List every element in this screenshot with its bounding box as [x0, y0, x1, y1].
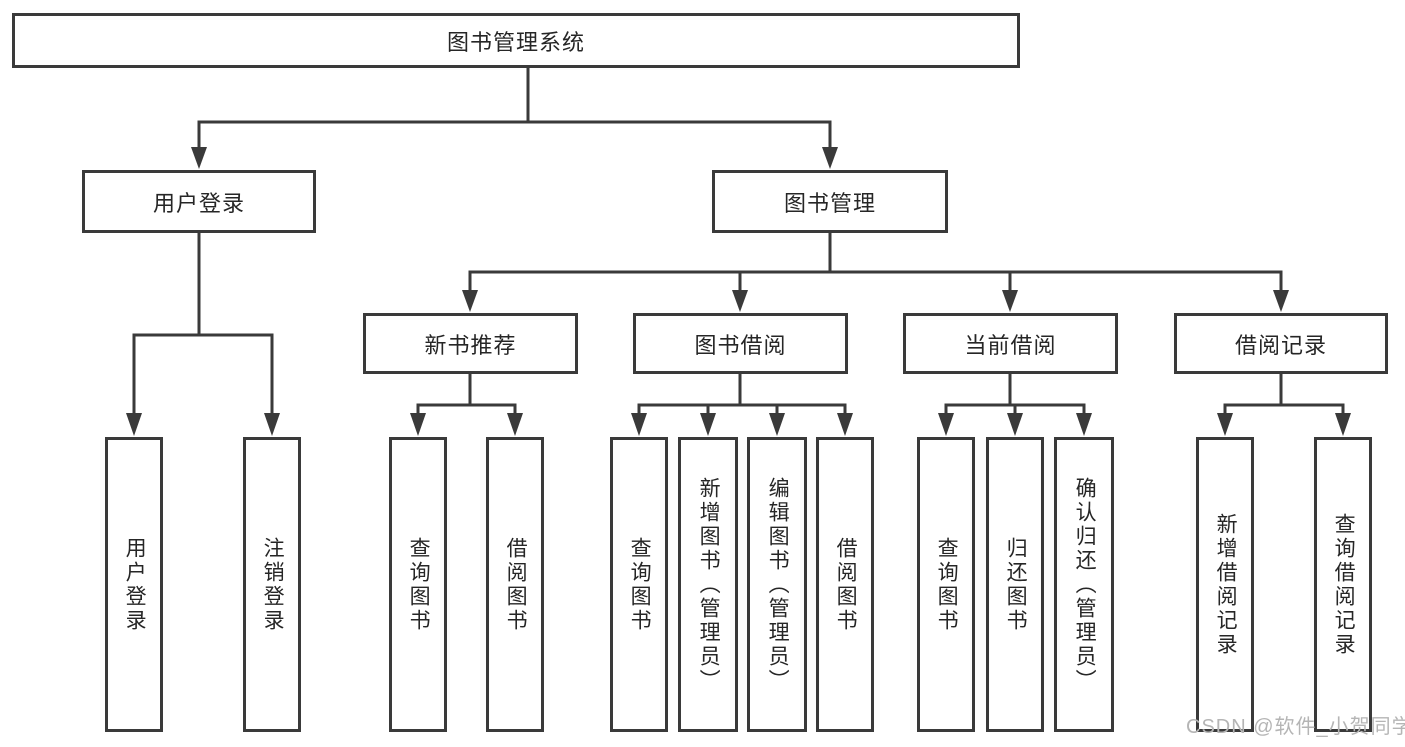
node-label: 查询图书: [407, 536, 431, 633]
node-leaf-borrow-books: 借阅图书: [816, 437, 874, 732]
node-label: 当前借阅: [964, 332, 1057, 358]
node-book-borrowing: 图书借阅: [633, 313, 848, 374]
node-label: 新增借阅记录: [1214, 512, 1238, 657]
node-leaf-logout: 注销登录: [243, 437, 301, 732]
node-label: 查询图书: [628, 536, 652, 633]
node-current-borrowing: 当前借阅: [903, 313, 1118, 374]
node-leaf-add-books-admin: 新增图书（管理员）: [678, 437, 738, 732]
node-leaf-confirm-return-admin: 确认归还（管理员）: [1054, 437, 1114, 732]
node-label: 编辑图书（管理员）: [766, 476, 790, 693]
node-label: 图书管理: [783, 190, 876, 216]
connector-segments: [132, 66, 1345, 416]
node-label: 查询图书: [935, 536, 959, 633]
node-library-management-system: 图书管理系统: [12, 13, 1020, 68]
node-label: 新增图书（管理员）: [697, 476, 721, 693]
node-leaf-borrow-books-recommend: 借阅图书: [486, 437, 544, 732]
node-leaf-add-borrow-record: 新增借阅记录: [1196, 437, 1254, 732]
node-leaf-edit-books-admin: 编辑图书（管理员）: [747, 437, 807, 732]
node-user-login: 用户登录: [82, 170, 316, 233]
node-leaf-search-books-recommend: 查询图书: [389, 437, 447, 732]
node-label: 归还图书: [1004, 536, 1028, 633]
node-label: 图书借阅: [694, 332, 787, 358]
node-label: 图书管理系统: [446, 29, 585, 55]
node-label: 注销登录: [261, 536, 285, 633]
node-label: 借阅记录: [1234, 332, 1327, 358]
csdn-watermark: CSDN @软件_小贺同学: [1186, 716, 1405, 738]
node-label: 用户登录: [123, 536, 147, 633]
node-leaf-return-books: 归还图书: [986, 437, 1044, 732]
node-label: 查询借阅记录: [1332, 512, 1356, 657]
node-label: 确认归还（管理员）: [1073, 476, 1097, 693]
node-new-book-recommendation: 新书推荐: [363, 313, 578, 374]
node-borrowing-records: 借阅记录: [1174, 313, 1388, 374]
node-label: 用户登录: [152, 190, 245, 216]
node-label: 借阅图书: [834, 536, 858, 633]
node-leaf-search-borrow-record: 查询借阅记录: [1314, 437, 1372, 732]
node-leaf-user-login: 用户登录: [105, 437, 163, 732]
node-label: 新书推荐: [424, 332, 517, 358]
node-label: 借阅图书: [504, 536, 528, 633]
node-book-management: 图书管理: [712, 170, 948, 233]
node-leaf-search-books-current: 查询图书: [917, 437, 975, 732]
arrowheads: [126, 147, 1351, 436]
node-leaf-search-books-borrowing: 查询图书: [610, 437, 668, 732]
